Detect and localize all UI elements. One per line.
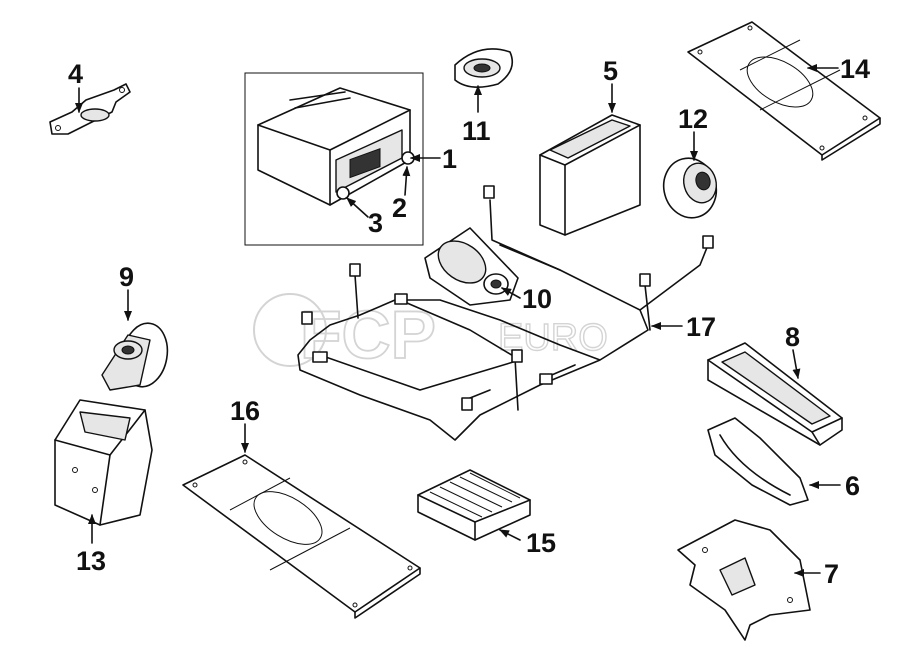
callout-13: 13 (76, 546, 106, 576)
callout-3: 3 (368, 208, 383, 238)
part-7-mounting-plate (677, 519, 811, 641)
callout-10: 10 (522, 284, 552, 314)
callout-1: 1 (442, 144, 457, 174)
callout-2: 2 (392, 193, 407, 223)
callout-5: 5 (603, 56, 618, 86)
callout-15: 15 (526, 528, 556, 558)
part-8-tray (707, 342, 843, 446)
part-12-speaker (662, 157, 718, 219)
part-17-wiring-harness (297, 185, 714, 441)
part-15-amplifier (417, 469, 531, 541)
callout-12: 12 (678, 104, 708, 134)
callout-11: 11 (462, 116, 491, 146)
part-1-radio-box (244, 72, 424, 246)
part-13-subwoofer (54, 399, 153, 526)
part-14-panel (687, 21, 881, 161)
callout-14: 14 (840, 54, 870, 84)
callout-16: 16 (230, 396, 260, 426)
callout-17: 17 (686, 312, 716, 342)
callout-9: 9 (119, 262, 134, 292)
part-11-tweeter (454, 48, 514, 88)
part-6-bracket (707, 417, 809, 506)
part-9-speaker (101, 322, 169, 391)
part-16-panel (182, 454, 421, 619)
leader-lines (75, 64, 841, 577)
callout-4: 4 (68, 59, 83, 89)
callout-6: 6 (845, 471, 860, 501)
callout-numbers: 4 1 2 3 5 11 12 14 10 17 9 8 6 7 13 15 1… (68, 54, 870, 589)
part-10-speaker-enclosure (424, 227, 519, 306)
callout-7: 7 (824, 559, 839, 589)
part-5-module (539, 114, 641, 236)
callout-8: 8 (785, 322, 800, 352)
watermark-logo: FCP EURO (253, 293, 608, 374)
part-4-bracket (49, 83, 131, 135)
